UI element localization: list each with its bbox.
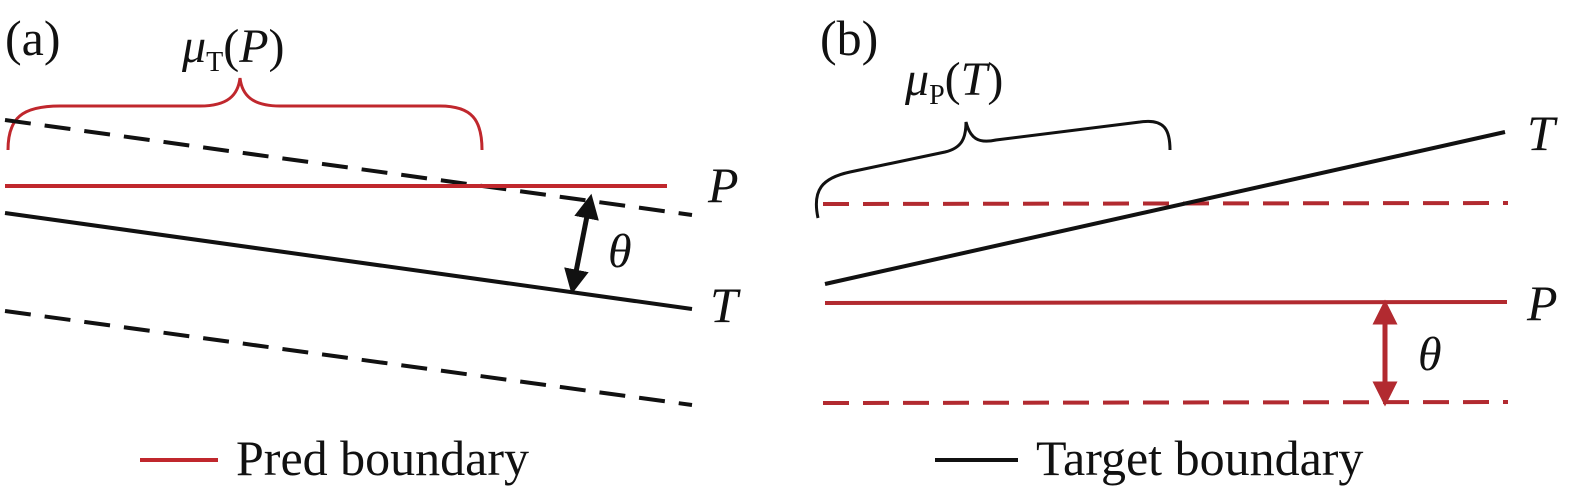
mu-subscript: T <box>206 47 223 78</box>
panel-a-measure-label: μT(P) <box>181 20 285 78</box>
mu-argument: P <box>238 20 268 73</box>
mu-argument: T <box>961 53 991 106</box>
target-upper-dashed-line <box>4 118 693 217</box>
pred-coverage-brace <box>6 77 484 151</box>
close-paren: ) <box>269 20 285 73</box>
pred-boundary-line <box>824 300 1508 305</box>
close-paren: ) <box>987 53 1003 106</box>
pred-lower-dashed-line <box>822 400 1509 405</box>
panel-b-label: (b) <box>820 10 878 66</box>
target-boundary-line <box>824 130 1506 286</box>
target-boundary-line <box>4 211 693 311</box>
panel-b-target-label: T <box>1527 105 1558 161</box>
mu-subscript: P <box>929 80 945 111</box>
panel-a-label: (a) <box>5 10 61 66</box>
panel-b-measure-label: μP(T) <box>904 53 1003 111</box>
theta-arrow <box>564 193 599 295</box>
target-lower-dashed-line <box>4 309 693 407</box>
open-paren: ( <box>223 20 239 73</box>
legend-target-label: Target boundary <box>1036 430 1363 486</box>
pred-upper-dashed-line <box>822 201 1509 206</box>
target-coverage-brace <box>814 119 1172 219</box>
panel-b: (b) μP(T) θ T P <box>814 10 1558 407</box>
panel-a: (a) μT(P) θ P T <box>4 10 741 407</box>
legend-pred-label: Pred boundary <box>236 430 529 486</box>
panel-b-theta-label: θ <box>1418 328 1442 381</box>
panel-a-pred-label: P <box>707 157 739 213</box>
legend: Pred boundary Target boundary <box>140 430 1363 486</box>
panel-a-target-label: T <box>710 277 741 333</box>
mu-symbol: μ <box>181 20 206 73</box>
panel-b-pred-label: P <box>1526 275 1558 331</box>
open-paren: ( <box>945 53 961 106</box>
mu-symbol: μ <box>904 53 929 106</box>
panel-a-theta-label: θ <box>608 225 632 278</box>
